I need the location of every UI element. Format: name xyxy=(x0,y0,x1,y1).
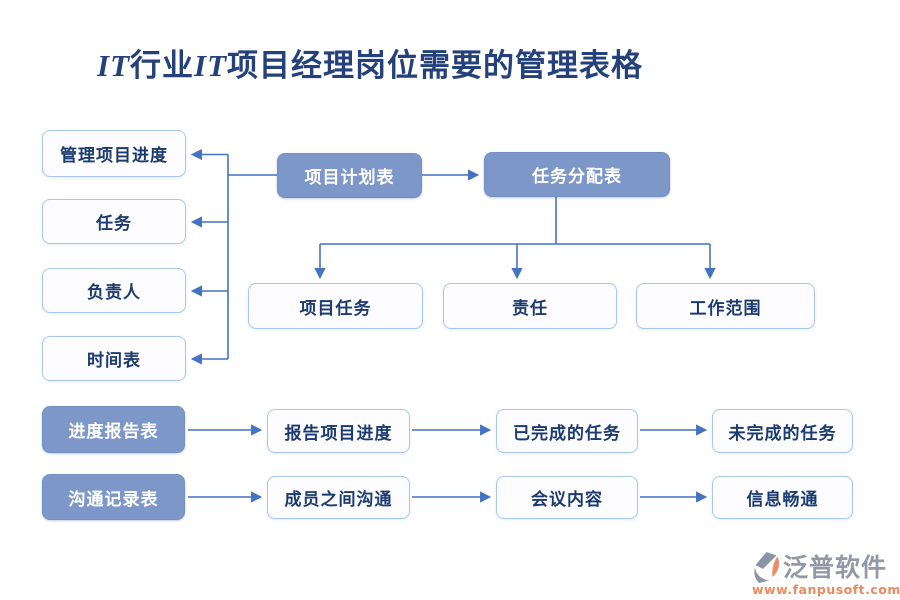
vendor-name: 泛普软件 xyxy=(783,553,888,582)
node-completed-tasks: 已完成的任务 xyxy=(496,409,638,453)
page-title: IT行业IT项目经理岗位需要的管理表格 xyxy=(97,40,797,85)
vendor-logo: 泛普软件 www.fanpusoft.com xyxy=(752,548,900,597)
vendor-url: www.fanpusoft.com xyxy=(752,582,900,597)
node-member-communication: 成员之间沟通 xyxy=(267,476,410,519)
node-project-tasks: 项目任务 xyxy=(248,283,423,329)
node-uncompleted-tasks: 未完成的任务 xyxy=(712,409,853,453)
node-responsible-person: 负责人 xyxy=(42,268,186,313)
node-information-flow: 信息畅通 xyxy=(712,476,853,519)
node-manage-project-progress: 管理项目进度 xyxy=(42,130,186,177)
title-segment: 行业 xyxy=(130,48,194,84)
node-timetable: 时间表 xyxy=(42,336,186,381)
node-task-assignment-table: 任务分配表 xyxy=(484,152,670,197)
node-responsibility: 责任 xyxy=(443,283,617,329)
node-progress-report-table: 进度报告表 xyxy=(42,406,185,453)
node-tasks: 任务 xyxy=(42,199,186,244)
node-meeting-content: 会议内容 xyxy=(496,476,638,519)
node-report-project-progress: 报告项目进度 xyxy=(267,409,410,453)
fanpu-logo-icon xyxy=(754,551,780,583)
title-segment: IT xyxy=(194,48,227,83)
node-project-plan-table: 项目计划表 xyxy=(277,153,422,198)
title-segment: 项目经理岗位需要的管理表格 xyxy=(227,48,643,84)
node-work-scope: 工作范围 xyxy=(636,283,815,329)
node-communication-record-table: 沟通记录表 xyxy=(42,474,185,520)
title-segment: IT xyxy=(97,48,130,83)
